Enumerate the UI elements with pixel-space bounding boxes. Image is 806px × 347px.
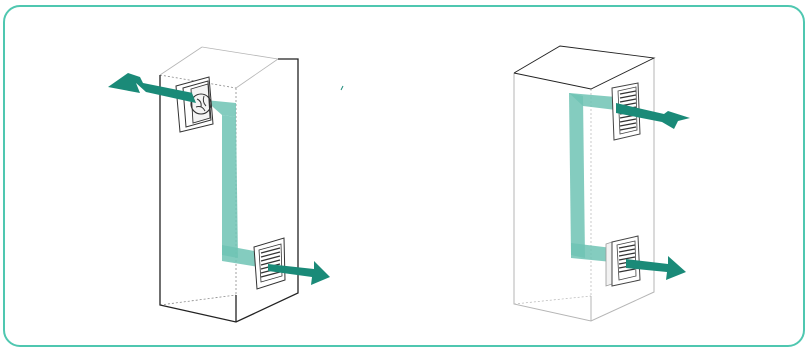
internal-airflow-path	[205, 100, 265, 268]
right-cabinet-edges	[513, 58, 655, 322]
right-cabinet-top-edges	[513, 45, 656, 90]
left-cabinet-top-back-edges	[159, 46, 279, 89]
airflow-in-arrow	[268, 261, 330, 285]
airflow-in-arrow	[626, 256, 686, 280]
internal-airflow-path	[569, 93, 616, 262]
fan-icon	[190, 93, 212, 115]
left-cabinet	[108, 46, 330, 323]
fan-unit-top	[175, 76, 214, 133]
airflow-out-arrow	[108, 73, 196, 103]
diagram-frame	[3, 5, 805, 347]
right-cabinet	[513, 45, 690, 322]
stray-mark	[340, 85, 344, 91]
airflow-out-arrow	[616, 103, 690, 129]
left-cabinet-visible-edges	[159, 58, 299, 323]
right-cabinet-hidden-edges	[513, 89, 592, 305]
louvered-vent-bottom	[253, 237, 286, 290]
